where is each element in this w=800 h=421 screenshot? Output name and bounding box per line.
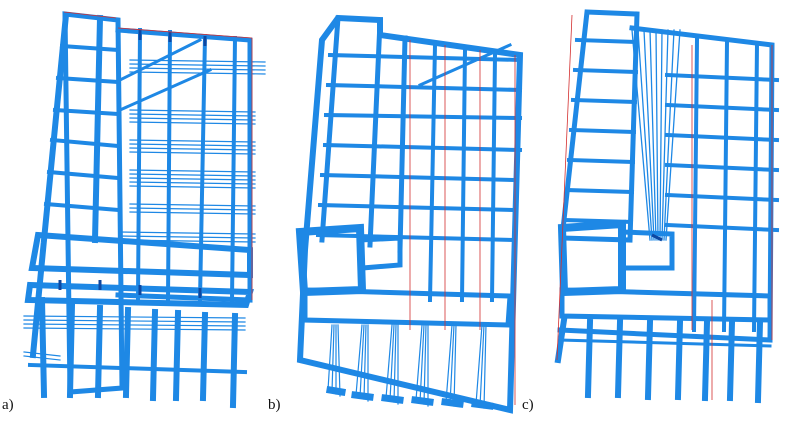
panel-c: c) <box>522 0 800 421</box>
panel-a: a) <box>0 0 270 421</box>
frame-deformation-c <box>554 9 780 404</box>
panel-a-label: a) <box>2 397 14 413</box>
panel-b: b) <box>268 0 532 421</box>
frame-deformation-a <box>23 11 266 409</box>
panel-b-label: b) <box>268 397 281 413</box>
frame-deformation-b <box>295 14 524 414</box>
panel-c-label: c) <box>522 397 534 413</box>
